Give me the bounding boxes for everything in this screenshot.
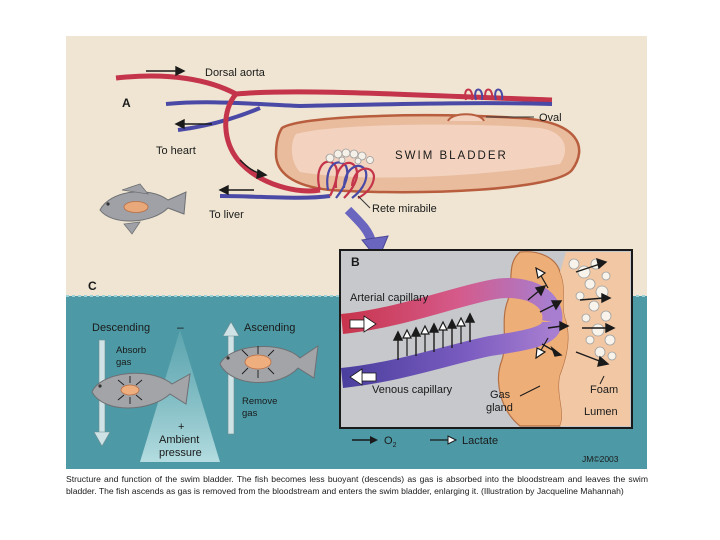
ascending-label: Ascending [244,322,295,334]
foam-bubbles [568,258,617,361]
panel-c: C Descending Ascending – + Ambient press… [88,279,319,462]
legend-lactate: Lactate [462,435,498,447]
to-heart-label: To heart [156,145,196,157]
ascending-arrow-icon [222,321,240,435]
small-fish-icon [99,183,187,235]
lumen-area [559,252,630,426]
vein-to-heart [177,106,261,132]
gas-gland-label-line1: Gas [490,389,511,401]
o2-legend-arrow-icon [370,436,378,444]
ascending-fish-icon [219,344,319,384]
minus-sign: – [177,320,184,334]
rete-mirabile [317,160,376,199]
lactate-diffusion-arrows [402,266,549,360]
arterial-capillary [340,278,563,334]
o2-diffusion-arrows [392,257,616,367]
venous-capillary-label: Venous capillary [372,384,453,396]
dorsal-aorta [115,73,553,103]
arterial-capillary-label: Arterial capillary [350,292,429,304]
venous-capillary [340,320,562,388]
ambient-label-line1: Ambient [159,434,199,446]
panel-a-label: A [122,96,131,110]
oval-label: Oval [539,112,562,124]
figure-caption: Structure and function of the swim bladd… [66,474,648,496]
gas-gland-foam-a [325,148,374,165]
plus-sign: + [178,421,184,433]
panel-a: A SWIM BLADDER Oval [99,65,581,261]
panel-c-label: C [88,279,97,293]
panel-b-label: B [351,255,360,269]
descending-fish-icon [91,372,191,409]
gas-gland-label-line2: gland [486,402,513,414]
foam-label: Foam [590,384,618,396]
to-liver-label: To liver [209,209,244,221]
absorb-gas-line1: Absorb [116,345,146,356]
artery-to-rete [223,92,321,194]
panel-b: B Arterial capillary Venous capillary Ga… [339,249,633,429]
lactate-legend-arrow-icon [447,435,458,445]
dorsal-vein [165,100,553,109]
descending-label: Descending [92,322,150,334]
dorsal-aorta-label: Dorsal aorta [205,67,266,79]
legend: O2 Lactate [352,435,498,449]
legend-o2: O2 [384,435,397,449]
illustration-credit: JM©2003 [582,454,619,464]
capillary-flow-arrows [349,315,377,386]
ambient-label-line2: pressure [159,447,202,459]
upper-capillary-loops [464,88,504,101]
absorb-gas-line2: gas [116,357,132,368]
vein-to-liver [219,194,331,200]
remove-gas-line1: Remove [242,396,277,407]
remove-gas-line2: gas [242,408,258,419]
rete-mirabile-label: Rete mirabile [372,203,437,215]
lumen-label: Lumen [584,406,618,418]
flow-arrows-a [146,65,268,196]
oval-window [447,113,485,122]
swim-bladder-label: SWIM BLADDER [395,150,508,162]
